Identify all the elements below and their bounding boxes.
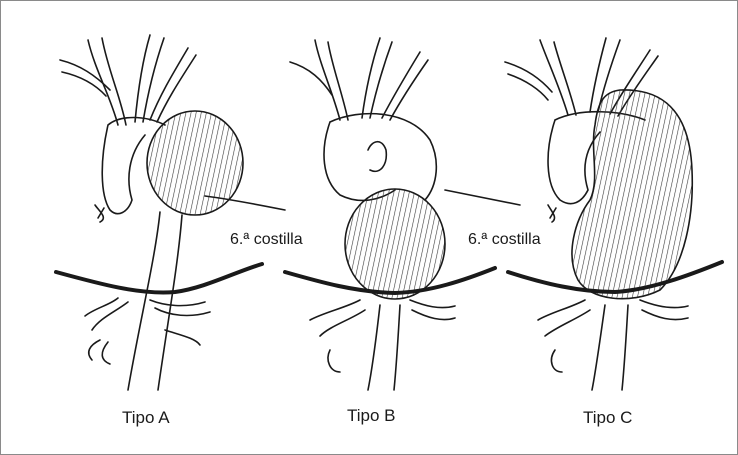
- rib-label-left: 6.ª costilla: [228, 231, 305, 249]
- supra-aortic-branches: [290, 38, 428, 120]
- supra-aortic-branches: [60, 35, 196, 125]
- abdominal-branches: [85, 298, 210, 364]
- caption-tipo-a: Tipo A: [122, 408, 170, 428]
- panel-tipo-b: [285, 38, 520, 390]
- caption-tipo-c: Tipo C: [583, 408, 632, 428]
- aneurysm-sac: [572, 90, 692, 299]
- rib-line: [445, 190, 520, 205]
- diaphragm-line: [56, 264, 262, 292]
- panel-tipo-c: [505, 38, 722, 390]
- rib-label-right: 6.ª costilla: [466, 231, 543, 249]
- abdominal-branches: [310, 300, 455, 390]
- abdominal-branches: [538, 300, 688, 390]
- aortic-arch: [324, 114, 436, 201]
- aneurysm-sac: [345, 189, 445, 299]
- panel-tipo-a: [56, 35, 285, 390]
- caption-tipo-b: Tipo B: [347, 406, 396, 426]
